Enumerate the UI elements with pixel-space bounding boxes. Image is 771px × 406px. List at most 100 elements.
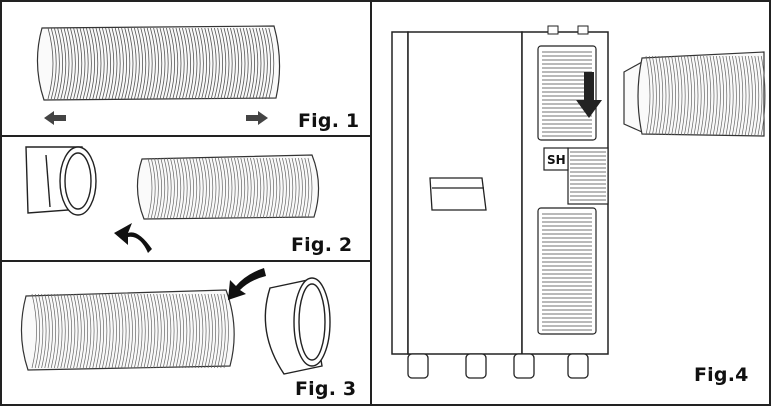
hose-rib xyxy=(160,157,166,219)
hose-rib xyxy=(124,293,130,369)
hose-rib xyxy=(677,55,683,136)
hose-rib xyxy=(693,55,699,136)
insert-arrow-icon xyxy=(228,268,266,300)
hose-rib xyxy=(150,293,156,369)
hose-rib xyxy=(664,55,670,136)
hose-rib xyxy=(304,157,310,219)
hose-rib xyxy=(645,55,651,136)
hose-rib xyxy=(146,27,153,100)
hose-rib xyxy=(684,55,689,136)
hose-rib xyxy=(243,157,249,219)
hose-rib xyxy=(44,293,50,369)
hose-rib xyxy=(95,293,101,369)
hose-rib xyxy=(41,293,47,369)
hose-rib xyxy=(246,157,252,219)
hose-rib xyxy=(63,293,69,369)
hose-rib xyxy=(648,55,654,136)
hose-rib xyxy=(204,27,211,100)
hose-rib xyxy=(105,293,111,369)
hose-rib xyxy=(175,293,181,369)
hose-rib xyxy=(687,55,692,136)
hose-rib xyxy=(130,293,136,369)
hose-rib xyxy=(249,27,255,100)
hose-rib xyxy=(220,293,226,369)
hose-rib xyxy=(214,293,220,369)
hose-rib xyxy=(668,55,673,136)
hose-rib xyxy=(735,55,740,136)
hose-rib xyxy=(150,27,156,100)
panel-fig3: Fig. 3 xyxy=(0,260,372,406)
fig2-label: Fig. 2 xyxy=(291,234,353,256)
hose-rib xyxy=(674,55,680,136)
hose-rib xyxy=(111,293,117,369)
fig4-label: Fig.4 xyxy=(694,364,749,386)
hose-rib xyxy=(252,27,259,100)
hose-rib xyxy=(255,27,262,100)
hose-rib xyxy=(253,157,258,219)
hose-rib xyxy=(208,157,214,219)
hose-rib xyxy=(201,293,207,369)
hose-rib xyxy=(294,157,300,219)
top-connector xyxy=(547,25,589,35)
hose-rib xyxy=(188,27,195,100)
hose-rib xyxy=(282,157,287,219)
hose-rib xyxy=(233,27,239,100)
hose-rib xyxy=(79,27,86,100)
hose-rib xyxy=(262,157,268,219)
hose-rib xyxy=(259,157,265,219)
hose-rib xyxy=(202,157,207,219)
hose-rib xyxy=(163,157,169,219)
hose-rib xyxy=(198,27,204,100)
hose-rib xyxy=(191,293,197,369)
hose-body xyxy=(36,25,281,101)
arrow-left-icon xyxy=(44,111,66,125)
hose-rib xyxy=(221,157,226,219)
hose-rib xyxy=(757,55,763,136)
hose-rib xyxy=(189,157,194,219)
hose-rib xyxy=(728,55,734,136)
hose-rib xyxy=(73,293,79,369)
hose-rib xyxy=(661,55,667,136)
hose-rib xyxy=(709,55,715,136)
hose-rib xyxy=(153,27,159,100)
hose-rib xyxy=(671,55,676,136)
hose-rib xyxy=(137,293,143,369)
panel-fig4: SH Fig.4 xyxy=(370,0,771,406)
hose-rib xyxy=(154,157,159,219)
hose-rib xyxy=(210,27,217,100)
hose-rib xyxy=(108,27,115,100)
hose-rib xyxy=(162,293,168,369)
hose-rib xyxy=(217,293,223,369)
filter-grille xyxy=(567,147,609,205)
insert-down-arrow-icon xyxy=(576,72,602,118)
hose-rib xyxy=(307,157,313,219)
panel-fig2: Fig. 2 xyxy=(0,135,372,262)
hose-rib xyxy=(185,27,191,100)
hose-rib xyxy=(179,157,185,219)
hose-rib xyxy=(722,55,728,136)
hose-rib xyxy=(732,55,737,136)
hose-rib xyxy=(207,293,213,369)
hose-rib xyxy=(741,55,747,136)
hose-rib xyxy=(291,157,297,219)
hose-rib xyxy=(147,157,153,219)
hose-rib xyxy=(124,27,131,100)
hose-rib xyxy=(108,293,114,369)
hose-rib xyxy=(159,27,166,100)
hose-rib xyxy=(114,27,121,100)
hose-rib xyxy=(31,293,37,369)
hose-rib xyxy=(738,55,744,136)
hose-drawing xyxy=(20,289,235,371)
hose-rib xyxy=(191,27,198,100)
hose-rib xyxy=(143,27,150,100)
hose-rib xyxy=(218,157,223,219)
hose-rib xyxy=(102,27,108,100)
hose-rib xyxy=(70,27,76,100)
hose-rib xyxy=(182,157,188,219)
hose-rib xyxy=(655,55,660,136)
hose-rib xyxy=(166,157,172,219)
hose-rib xyxy=(269,157,274,219)
hose-rib xyxy=(166,293,172,369)
hose-rib xyxy=(278,157,284,219)
ac-unit-hose-install-drawing: SH xyxy=(391,25,766,379)
